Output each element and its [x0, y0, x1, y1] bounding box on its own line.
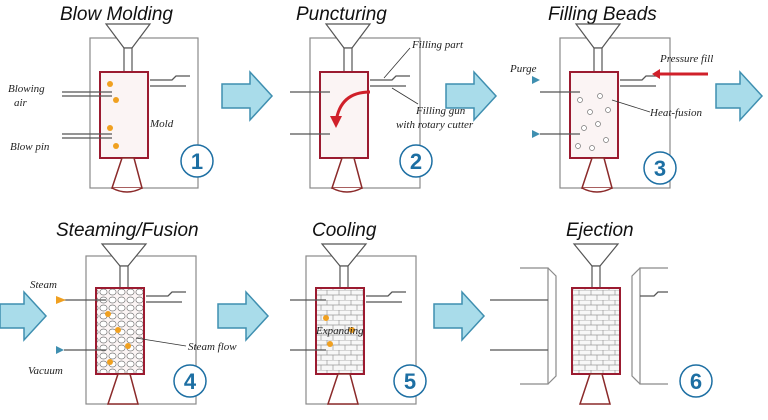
- label-heat-fusion: Heat-fusion: [649, 107, 702, 119]
- stage-5: Cooling Expanding 5: [290, 220, 427, 405]
- extrusion-nozzle: [326, 373, 359, 405]
- label-filling-part: Filling part: [411, 39, 464, 51]
- feed-tube: [339, 265, 349, 289]
- stage-title: Blow Molding: [60, 4, 173, 25]
- vacuum-arrow: [56, 346, 64, 354]
- step-number: 3: [654, 156, 666, 181]
- mold-cavity: [319, 71, 369, 159]
- svg-text:with rotary cutter: with rotary cutter: [396, 119, 474, 131]
- mold-half-right: [639, 267, 668, 385]
- flow-arrow-5-6: [433, 290, 486, 342]
- stage-3: Filling Beads Purge Pressure fill Heat-f…: [509, 4, 713, 193]
- hopper: [324, 23, 372, 49]
- extrusion-nozzle: [580, 157, 613, 189]
- stage-1: Blow Molding Blowing air Blow pin Mold 1: [8, 4, 214, 193]
- label-vacuum: Vacuum: [28, 365, 63, 377]
- ejected-part: [571, 287, 621, 375]
- feed-tube: [343, 47, 353, 73]
- step-badge: [399, 144, 433, 178]
- mold-platen: [89, 37, 199, 189]
- filling-port: [366, 291, 406, 303]
- feed-tube: [591, 265, 601, 289]
- hopper: [574, 23, 622, 49]
- label-steam: Steam: [30, 279, 57, 291]
- extrusion-nozzle: [330, 157, 363, 189]
- mold-platen: [85, 255, 197, 405]
- step-badge: [393, 364, 427, 398]
- label-pressure-fill: Pressure fill: [659, 53, 713, 65]
- feed-tube: [123, 47, 133, 73]
- stage-title: Cooling: [312, 220, 377, 241]
- stage-title: Puncturing: [296, 4, 387, 25]
- flow-arrow-into-4: [0, 290, 48, 342]
- stage-title: Ejection: [566, 220, 634, 241]
- hopper: [104, 23, 152, 49]
- hopper: [572, 243, 620, 267]
- hopper: [320, 243, 368, 267]
- step-number: 4: [184, 369, 197, 394]
- step-badge: [643, 151, 677, 185]
- extrusion-nozzle: [106, 373, 139, 405]
- mold-platen: [309, 37, 421, 189]
- mold-platen: [305, 255, 417, 405]
- purge-arrow: [532, 76, 540, 84]
- flow-arrow-1-2: [221, 70, 274, 122]
- filling-port: [640, 291, 668, 297]
- scattered-beads: [575, 93, 611, 151]
- filling-port: [146, 291, 186, 303]
- stage-2: Puncturing Filling part Filling gun with…: [290, 4, 474, 193]
- expansion-markers: [323, 315, 355, 347]
- stage-4: Steaming/Fusion Steam Vacuum Steam flow …: [28, 220, 237, 405]
- stage-title: Steaming/Fusion: [56, 220, 199, 241]
- feed-tube: [593, 47, 603, 73]
- step-number: 6: [690, 369, 702, 394]
- steam-markers: [105, 311, 131, 365]
- svg-text:air: air: [14, 97, 28, 109]
- stage-title: Filling Beads: [548, 4, 657, 25]
- hopper: [100, 243, 148, 267]
- step-number: 1: [191, 149, 203, 174]
- label-purge: Purge: [509, 63, 537, 75]
- label-mold: Mold: [149, 118, 174, 130]
- mold-half-left: [520, 267, 549, 385]
- flow-arrow-2-3: [445, 70, 498, 122]
- step-number: 5: [404, 369, 416, 394]
- step-badge: [180, 144, 214, 178]
- label-expanding: Expanding: [315, 325, 364, 337]
- flow-arrows: [0, 70, 764, 342]
- stage-6: Ejection 6: [490, 220, 713, 405]
- filling-port: [150, 75, 190, 87]
- flow-arrow-3-next: [715, 70, 764, 122]
- air-flame-markers: [107, 81, 119, 149]
- extrusion-nozzle: [110, 157, 143, 189]
- filling-port: [370, 75, 410, 87]
- extrusion-nozzle: [578, 373, 611, 405]
- step-badge: [679, 364, 713, 398]
- filling-port: [620, 75, 660, 87]
- mold-platen: [559, 37, 671, 189]
- flow-arrow-4-5: [217, 290, 270, 342]
- step-badge: [173, 364, 207, 398]
- steam-arrow: [56, 296, 66, 304]
- label-blow-pin: Blow pin: [10, 141, 50, 153]
- label-steam-flow: Steam flow: [188, 341, 237, 353]
- label-blowing-air: Blowing: [8, 83, 45, 95]
- step-number: 2: [410, 149, 422, 174]
- feed-tube: [119, 265, 129, 289]
